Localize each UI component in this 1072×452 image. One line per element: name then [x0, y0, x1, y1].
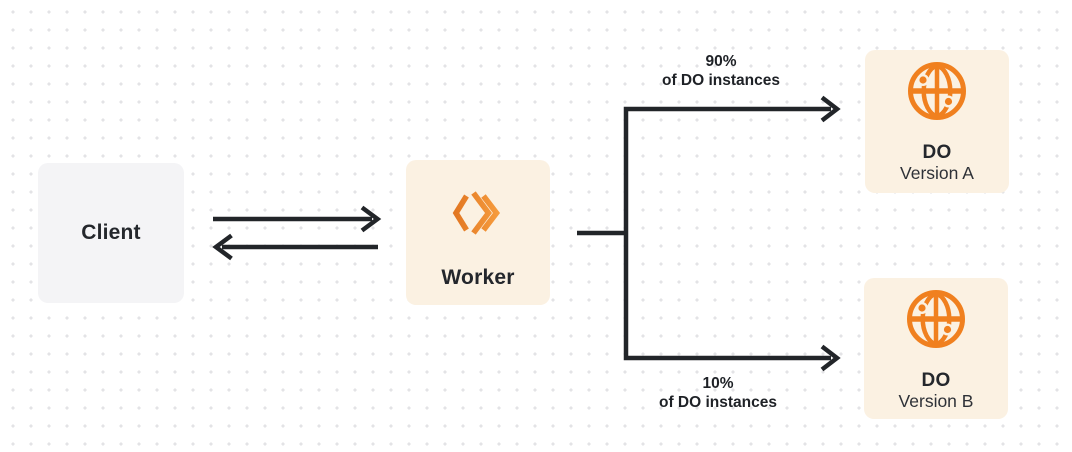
- do-a-subtitle: Version A: [900, 163, 974, 183]
- do-version-b-node: DO Version B: [864, 278, 1008, 419]
- split-caption-bottom: of DO instances: [659, 394, 777, 411]
- split-caption-top: of DO instances: [662, 72, 780, 89]
- do-version-a-node: DO Version A: [865, 50, 1009, 193]
- worker-node: Worker: [406, 160, 550, 305]
- arrowhead-top-branch-icon: [820, 95, 841, 123]
- arrowhead-right-icon: [360, 205, 382, 233]
- split-percent-top: 90%: [705, 53, 737, 70]
- split-label-top: 90% of DO instances: [611, 52, 831, 90]
- split-branch-lines: [623, 106, 831, 361]
- globe-icon: [907, 290, 965, 348]
- workers-chevrons-icon: [452, 191, 501, 235]
- globe-icon: [908, 62, 966, 120]
- split-label-bottom: 10% of DO instances: [608, 374, 828, 412]
- arrowhead-bottom-branch-icon: [820, 344, 841, 372]
- client-node: Client: [38, 163, 184, 303]
- split-percent-bottom: 10%: [702, 375, 734, 392]
- do-a-title: DO: [922, 142, 952, 163]
- do-b-title: DO: [921, 370, 951, 391]
- client-label: Client: [81, 221, 141, 244]
- arrowhead-left-icon: [212, 233, 233, 261]
- do-b-subtitle: Version B: [898, 391, 974, 411]
- worker-label: Worker: [441, 266, 515, 289]
